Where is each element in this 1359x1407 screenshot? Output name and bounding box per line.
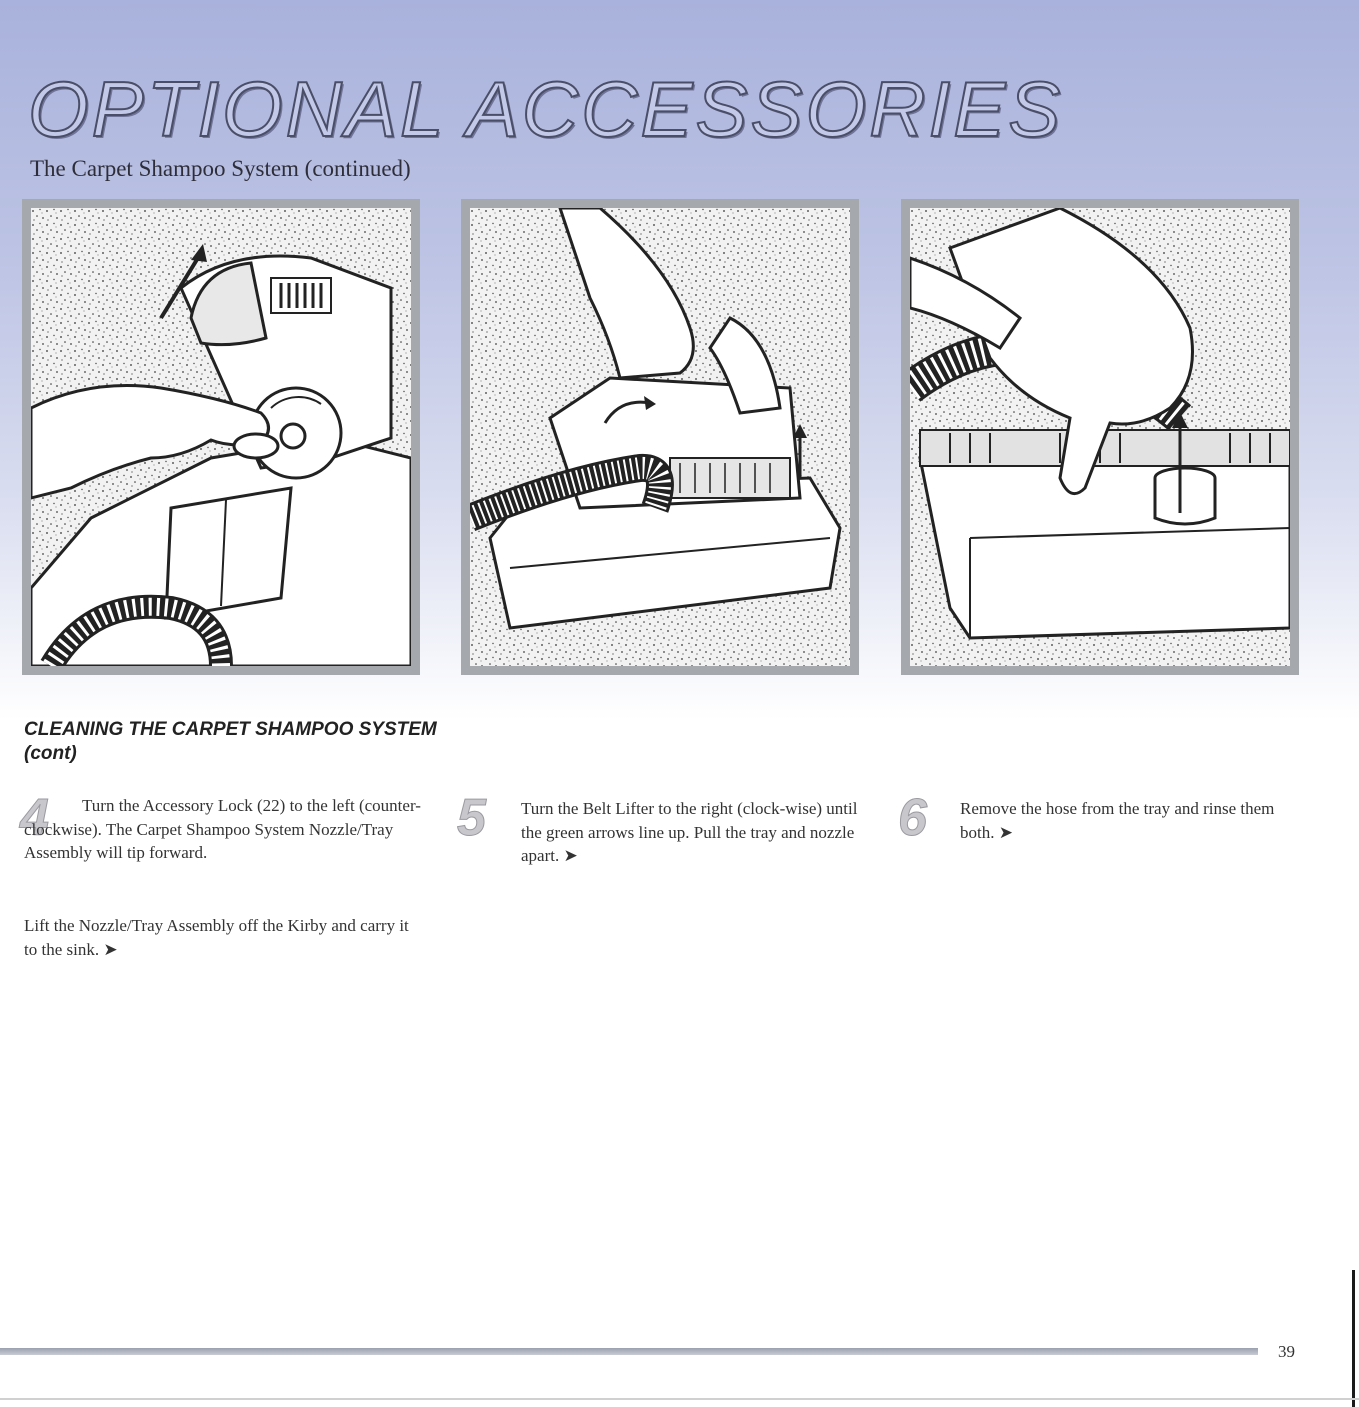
step-4-text-2: Lift the Nozzle/Tray Assembly off the Ki… [24,916,409,959]
page-bottom-edge [0,1398,1359,1400]
illustration-step-5-belt-lifter [470,208,850,666]
step-5-text: Turn the Belt Lifter to the right (clock… [521,799,858,865]
page-number: 39 [1278,1342,1295,1361]
illustration-panel-step-6 [901,199,1299,675]
section-heading: CLEANING THE CARPET SHAMPOO SYSTEM (cont… [24,719,437,764]
step-4-text-1: Turn the Accessory Lock (22) to the left… [24,796,421,862]
step-number-5: 5 [457,789,487,847]
illustration-step-6-remove-hose [910,208,1290,666]
illustration-step-4-accessory-lock [31,208,411,666]
page-edge-mark [1352,1270,1355,1407]
step-number-6: 6 [898,789,928,847]
page-title: OPTIONAL ACCESSORIES [27,65,1064,153]
illustration-panel-step-4 [22,199,420,675]
page-subtitle: The Carpet Shampoo System (continued) [30,156,411,181]
footer-rule [0,1348,1258,1355]
step-number-4: 4 [20,789,50,847]
illustration-panel-step-5 [461,199,859,675]
step-6-text: Remove the hose from the tray and rinse … [960,799,1275,842]
